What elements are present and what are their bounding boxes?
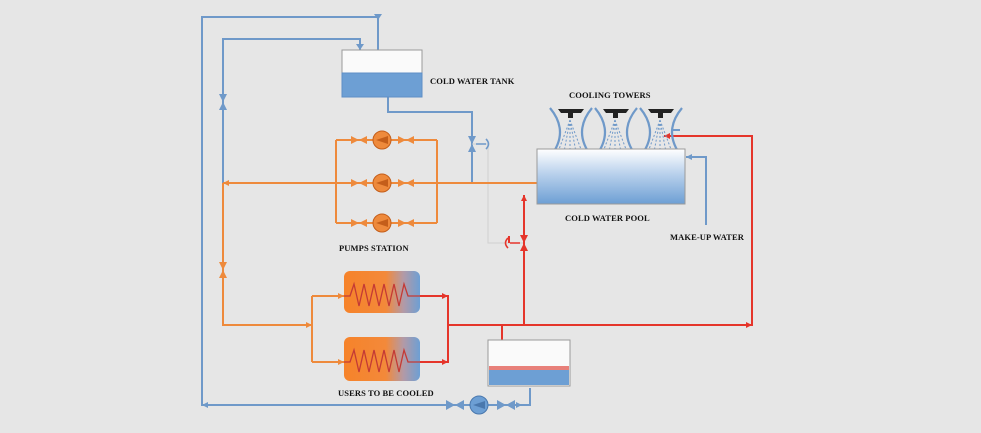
valve-icon [351, 179, 367, 187]
hot-piping [420, 135, 753, 363]
valve-icon [398, 219, 414, 227]
arrow-left-icon [664, 133, 670, 139]
arrow-right-icon [306, 322, 312, 328]
arrow-right-icon [516, 402, 522, 408]
arrow-right-icon [442, 359, 448, 365]
arrow-right-icon [746, 322, 752, 328]
valve-icon [219, 94, 227, 110]
valve-icon [398, 179, 414, 187]
supply-to-users-pipe [222, 183, 312, 326]
spray-nozzle-icon [603, 109, 629, 113]
cooling-towers: COOLING TOWERS [549, 90, 683, 158]
valve-icon [398, 136, 414, 144]
arrow-up-icon [521, 195, 527, 201]
heat-exchanger-1 [344, 271, 420, 313]
valve-handle [504, 237, 520, 249]
make-up-water-pipe [686, 156, 707, 225]
cold-water-pool-label: COLD WATER POOL [565, 213, 650, 223]
valve-icon [468, 136, 476, 152]
spray-nozzle-icon [558, 109, 584, 113]
arrow-right-icon [442, 293, 448, 299]
valve-handle [476, 138, 490, 150]
valve-icon [497, 400, 515, 410]
nozzle-stem [613, 113, 618, 118]
arrow-down-icon [356, 44, 364, 50]
arrow-left-icon [202, 402, 208, 408]
heat-exchanger-2 [344, 337, 420, 381]
nozzle-stem [658, 113, 663, 118]
cold-water-pool: COLD WATER POOL MAKE-UP WATER [536, 148, 745, 242]
hot-water-tank [487, 339, 571, 387]
pump-row-2 [351, 173, 414, 193]
users-return-main [448, 135, 753, 326]
arrow-left-icon [686, 154, 692, 160]
users-to-be-cooled-label: USERS TO BE COOLED [338, 388, 434, 398]
arrow-left-icon [223, 180, 229, 186]
cold-flow-arrows [202, 14, 692, 408]
valve-icon [520, 235, 528, 251]
cooling-towers-label: COOLING TOWERS [569, 90, 651, 100]
users-to-be-cooled: USERS TO BE COOLED [338, 271, 434, 398]
arrow-down-icon [374, 14, 382, 20]
pump-row-1 [351, 130, 414, 150]
users-return-top [420, 295, 449, 363]
pumps-station-label: PUMPS STATION [339, 243, 409, 253]
cold-water-tank-label: COLD WATER TANK [430, 76, 515, 86]
valve-icon [351, 136, 367, 144]
cold-outer-loop-pipe [201, 16, 531, 406]
pumps-station: PUMPS STATION [339, 130, 414, 253]
valve-icon [219, 262, 227, 278]
pump-row-3 [351, 213, 414, 233]
bypass-thin-line [472, 143, 524, 244]
arrow-right-icon [338, 359, 344, 365]
cold-water-tank: COLD WATER TANK [341, 49, 515, 98]
valve-icon [446, 400, 464, 410]
line-valves [219, 94, 528, 415]
zigzag-coil-icon [344, 347, 420, 373]
make-up-water-label: MAKE-UP WATER [670, 232, 745, 242]
nozzle-stem [568, 113, 573, 118]
warm-flow-arrows [223, 180, 344, 365]
valve-icon [351, 219, 367, 227]
arrow-right-icon [338, 293, 344, 299]
zigzag-coil-icon [344, 281, 420, 307]
spray-nozzle-icon [648, 109, 674, 113]
